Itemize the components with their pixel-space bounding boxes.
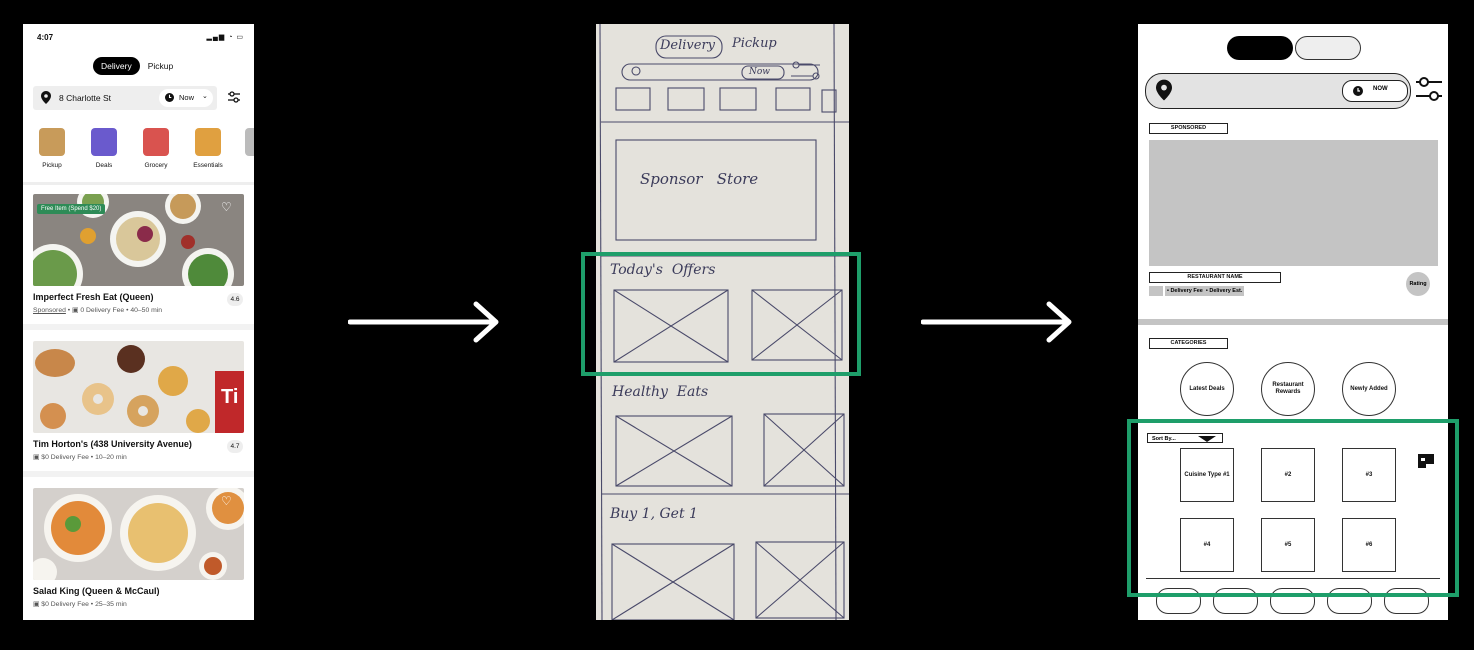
wf-delivery-toggle[interactable] [1227, 36, 1293, 60]
time-selector-label: Now [179, 93, 195, 102]
store-name[interactable]: Imperfect Fresh Eat (Queen) [33, 292, 154, 302]
store-image-noodles[interactable] [33, 488, 244, 580]
category-row: Pickup Deals Grocery Essentials Al [23, 128, 254, 188]
promo-badge: Free Item (Spend $20) [37, 204, 106, 214]
wf-fee-text: • Delivery Fee • Delivery Est. [1165, 286, 1245, 296]
category-pickup[interactable]: Pickup [30, 128, 74, 169]
store-meta: ▣ $0 Delivery Fee • 25–35 min [33, 601, 127, 608]
grocery-basket-icon [143, 128, 169, 156]
essentials-icon [195, 128, 221, 156]
category-deals[interactable]: Deals [82, 128, 126, 169]
time-selector[interactable]: Now ⌄ [159, 89, 213, 107]
store-image-food-bowls[interactable] [33, 194, 244, 286]
wf-cuisine-tile[interactable]: #2 [1261, 448, 1315, 502]
clock-icon [165, 93, 174, 102]
heart-icon[interactable]: ♡ [221, 494, 232, 508]
filter-icon[interactable] [227, 90, 241, 104]
svg-text:Ti: Ti [221, 386, 238, 408]
store-image-bagels[interactable]: Ti [33, 341, 244, 433]
card-separator [23, 324, 254, 330]
wf-category-latest-deals[interactable]: Latest Deals [1180, 362, 1234, 416]
status-icons: ▂▄▆ ◔ ▭ [206, 34, 244, 41]
wf-category-newly-added[interactable]: Newly Added [1342, 362, 1396, 416]
arrow-right-icon [348, 301, 499, 343]
divider [23, 182, 254, 185]
wireframe-panel: NOW SPONSORED RESTAURANT NAME • Delivery… [1138, 24, 1448, 620]
heart-icon[interactable]: ♡ [221, 200, 232, 214]
highlight-box-offers [581, 252, 861, 376]
shopping-bag-icon [39, 128, 65, 156]
tab-delivery[interactable]: Delivery [93, 57, 140, 75]
wf-now-pill[interactable]: NOW [1342, 80, 1408, 102]
category-grocery[interactable]: Grocery [134, 128, 178, 169]
highlight-box-cuisines [1127, 419, 1459, 597]
wf-tab[interactable] [1327, 588, 1372, 614]
wf-tabbar-line [1146, 578, 1440, 579]
status-time: 4:07 [37, 33, 54, 42]
address-bar[interactable]: 8 Charlotte St Now ⌄ [33, 86, 217, 110]
tab-pickup[interactable]: Pickup [147, 61, 174, 71]
wf-category-restaurant-rewards[interactable]: Restaurant Rewards [1261, 362, 1315, 416]
deals-tag-icon [91, 128, 117, 156]
app-screenshot-panel: 4:07 ▂▄▆ ◔ ▭ Delivery Pickup 8 Charlotte… [23, 24, 254, 620]
sketch-section-title: Buy 1, Get 1 [610, 506, 698, 522]
wf-tab[interactable] [1156, 588, 1201, 614]
store-name[interactable]: Tim Horton's (438 University Avenue) [33, 439, 192, 449]
clock-icon [1353, 86, 1363, 96]
wf-cuisine-tile[interactable]: Cuisine Type #1 [1180, 448, 1234, 502]
arrow-right-icon [921, 301, 1072, 343]
wf-cuisine-tile[interactable]: #5 [1261, 518, 1315, 572]
card-separator [23, 471, 254, 477]
wf-categories-label: CATEGORIES [1149, 338, 1228, 349]
wf-cuisine-tile[interactable]: #3 [1342, 448, 1396, 502]
address-text: 8 Charlotte St [59, 93, 111, 103]
location-pin-icon [1156, 79, 1172, 101]
category-all[interactable]: Al [236, 128, 254, 169]
wf-tab[interactable] [1213, 588, 1258, 614]
paper-sketch-panel: Delivery Pickup Now Sponsor Store Today'… [596, 24, 849, 620]
wf-tab[interactable] [1270, 588, 1315, 614]
wf-cuisine-tile[interactable]: #4 [1180, 518, 1234, 572]
rating-badge: 4.6 [227, 293, 243, 306]
sketch-section-title: Today's Offers [610, 262, 716, 278]
rating-badge: 4.7 [227, 440, 243, 453]
wf-address-bar[interactable]: NOW [1145, 73, 1411, 109]
all-categories-icon [245, 128, 254, 156]
wf-sponsored-label: SPONSORED [1149, 123, 1228, 134]
sketch-drawing [599, 24, 849, 620]
sketch-delivery-label: Delivery [660, 38, 716, 53]
chevron-down-icon: ⌄ [202, 93, 208, 100]
filter-icon[interactable] [1414, 76, 1444, 102]
sketch-pickup-label: Pickup [732, 36, 777, 51]
delivery-pickup-toggle[interactable]: Delivery Pickup [93, 56, 181, 76]
store-meta: ▣ $0 Delivery Fee • 10–20 min [33, 454, 127, 461]
sketch-sponsor-store-label: Sponsor Store [640, 170, 759, 188]
wf-tab[interactable] [1384, 588, 1429, 614]
wf-sponsored-banner[interactable] [1149, 140, 1438, 266]
wf-sort-dropdown[interactable]: Sort By... [1147, 433, 1223, 443]
map-view-icon[interactable] [1418, 454, 1434, 468]
sketch-section-title: Healthy Eats [612, 384, 709, 400]
location-pin-icon [41, 91, 51, 104]
wf-divider [1138, 319, 1448, 325]
category-essentials[interactable]: Essentials [186, 128, 230, 169]
wf-restaurant-name-label: RESTAURANT NAME [1149, 272, 1281, 283]
sketch-now-label: Now [749, 67, 770, 77]
wf-rating: Rating [1406, 272, 1430, 296]
caret-down-icon [1198, 436, 1216, 442]
store-name[interactable]: Salad King (Queen & McCaul) [33, 586, 160, 596]
wf-pickup-toggle[interactable] [1295, 36, 1361, 60]
wf-fee-placeholder [1149, 286, 1163, 296]
store-meta: Sponsored • ▣ 0 Delivery Fee • 40–50 min [33, 307, 163, 314]
wf-cuisine-tile[interactable]: #6 [1342, 518, 1396, 572]
